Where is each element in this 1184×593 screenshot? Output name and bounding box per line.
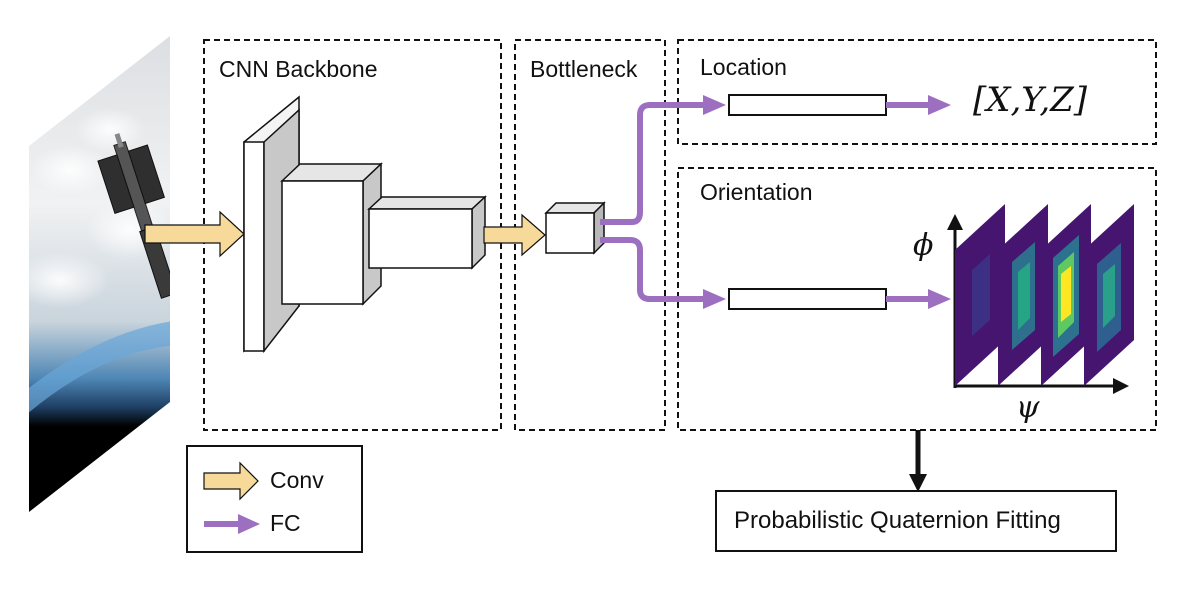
output-arrow-down <box>909 430 927 492</box>
backbone-block-2 <box>280 162 383 306</box>
heatmap-slice-1 <box>955 204 1005 386</box>
heatmap-slice-4 <box>1084 204 1134 386</box>
conv-arrow-input <box>144 210 245 258</box>
psi-axis-label: ψ <box>1016 390 1040 425</box>
legend-fc-label: FC <box>270 510 301 536</box>
location-fc-layer <box>728 94 887 116</box>
legend-conv-label: Conv <box>270 467 324 493</box>
location-title: Location <box>700 54 787 80</box>
bottleneck-cube <box>544 201 606 255</box>
input-satellite-image <box>29 36 170 512</box>
orientation-title: Orientation <box>700 179 813 205</box>
phi-axis-label: ϕ <box>913 228 934 263</box>
conv-arrow-bottleneck <box>483 213 546 257</box>
backbone-block-3 <box>367 195 487 270</box>
legend <box>186 445 363 553</box>
orientation-heatmap <box>955 204 1134 386</box>
fc-arrow-location-output <box>886 95 951 115</box>
legend-fc-arrow <box>238 514 260 534</box>
heatmap-slice-3 <box>1041 204 1091 386</box>
fc-arrow-orientation <box>600 237 726 309</box>
fc-arrow-location <box>600 95 726 225</box>
quaternion-fitting-box <box>715 490 1117 552</box>
legend-conv-arrow <box>203 461 259 501</box>
bottleneck-title: Bottleneck <box>530 56 638 82</box>
location-section <box>677 39 1157 145</box>
heatmap-slice-2 <box>998 204 1048 386</box>
location-output-label: [X,Y,Z] <box>973 80 1088 120</box>
satellite-icon <box>97 133 170 299</box>
cnn-backbone-title: CNN Backbone <box>219 56 378 82</box>
orientation-fc-layer <box>728 288 887 310</box>
fc-arrow-orientation-output <box>886 289 951 309</box>
quaternion-fitting-label: Probabilistic Quaternion Fitting <box>734 507 1061 534</box>
